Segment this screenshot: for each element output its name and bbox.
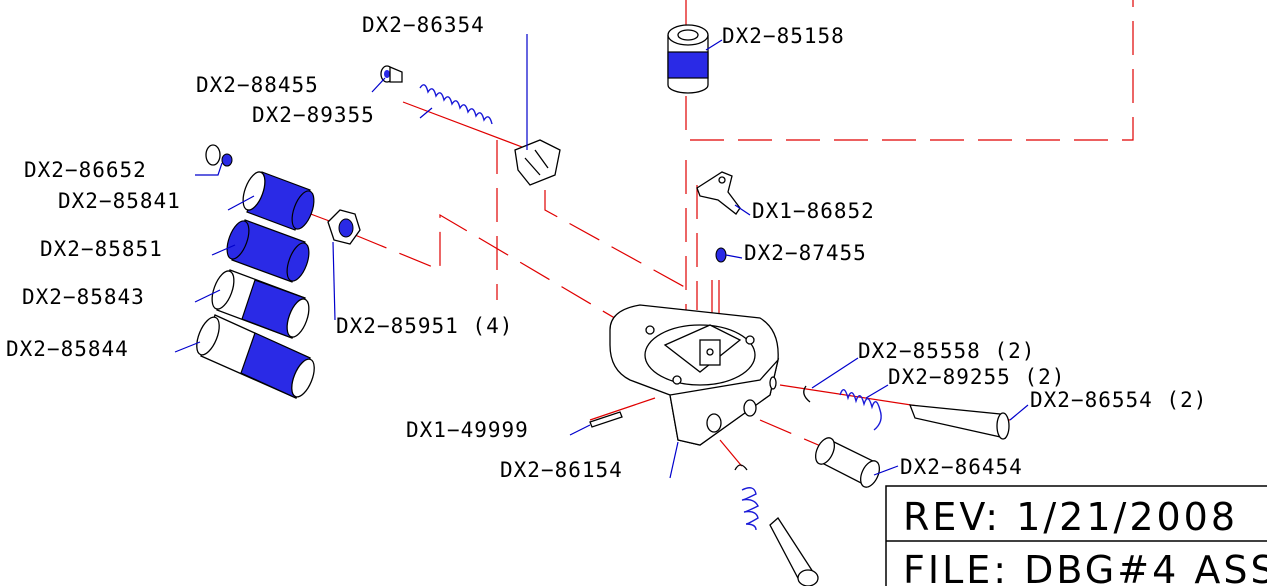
leader-85951 bbox=[332, 241, 336, 321]
dashed-box bbox=[685, 0, 1134, 141]
part-dx2-85158 bbox=[667, 24, 709, 94]
part-lower-plunger bbox=[734, 464, 819, 586]
leader-49999 bbox=[569, 424, 591, 436]
part-dx2-86454 bbox=[814, 437, 881, 488]
revision-text: REV: 1/21/2008 bbox=[903, 495, 1238, 539]
leader-89255 bbox=[865, 384, 889, 399]
drop-line-2 bbox=[544, 190, 691, 291]
label-dx2-89355: DX2−89355 bbox=[252, 103, 375, 127]
label-dx1-86852: DX1−86852 bbox=[752, 199, 875, 223]
part-dx2-85844 bbox=[196, 314, 315, 399]
leader-85851 bbox=[211, 244, 236, 256]
leader-lines bbox=[174, 34, 1029, 479]
title-block: REV: 1/21/2008 FILE: DBG#4 ASSY bbox=[885, 485, 1267, 586]
label-dx2-86652: DX2−86652 bbox=[24, 158, 147, 182]
label-dx2-86554: DX2−86554 (2) bbox=[1030, 388, 1207, 412]
label-dx2-85844: DX2−85844 bbox=[6, 337, 129, 361]
part-dx2-86154-housing bbox=[609, 304, 780, 446]
part-dx1-49999 bbox=[589, 411, 623, 428]
part-dx2-86652 bbox=[205, 144, 233, 167]
leader-89355 bbox=[419, 107, 433, 119]
label-dx2-88455: DX2−88455 bbox=[196, 73, 319, 97]
label-dx2-85851: DX2−85851 bbox=[40, 237, 163, 261]
file-text: FILE: DBG#4 ASSY bbox=[903, 548, 1267, 586]
zigzag-axis bbox=[354, 213, 636, 331]
part-dx1-86852 bbox=[696, 171, 741, 215]
label-dx2-87455: DX2−87455 bbox=[744, 241, 867, 265]
label-dx2-85951: DX2−85951 (4) bbox=[336, 314, 513, 338]
label-dx2-86454: DX2−86454 bbox=[900, 455, 1023, 479]
label-dx2-89255: DX2−89255 (2) bbox=[888, 365, 1065, 389]
part-dx2-85558 bbox=[803, 385, 811, 403]
leader-86454 bbox=[873, 465, 899, 476]
part-labels: DX2−86354 DX2−85158 DX2−88455 DX2−89355 … bbox=[6, 13, 1207, 482]
part-dx2-88455 bbox=[380, 65, 403, 83]
leader-87455 bbox=[725, 254, 743, 259]
part-dx2-85841 bbox=[242, 171, 315, 231]
label-dx2-85558: DX2−85558 (2) bbox=[858, 339, 1035, 363]
leader-85158 bbox=[705, 39, 723, 51]
part-dx2-85951 bbox=[327, 209, 361, 245]
centerlines bbox=[299, 0, 1134, 471]
spring-axis bbox=[402, 101, 531, 151]
leader-86852 bbox=[734, 204, 751, 216]
part-dx2-89255 bbox=[839, 389, 882, 431]
part-dx2-89355 bbox=[419, 84, 493, 125]
leader-85841 bbox=[227, 195, 255, 211]
label-dx2-85843: DX2−85843 bbox=[22, 285, 145, 309]
part-dx2-86554 bbox=[909, 404, 1010, 440]
title-block-frame bbox=[885, 485, 1267, 586]
leader-86154 bbox=[669, 441, 679, 479]
part-dx2-86354 bbox=[514, 139, 561, 186]
lower-right-axis bbox=[759, 419, 831, 451]
part-dx2-85851 bbox=[226, 219, 310, 283]
leader-86554 bbox=[1009, 404, 1029, 421]
leader-85558 bbox=[811, 357, 859, 389]
label-dx1-49999: DX1−49999 bbox=[406, 418, 529, 442]
leader-85843 bbox=[194, 289, 221, 303]
label-dx2-86154: DX2−86154 bbox=[500, 458, 623, 482]
leader-86652 bbox=[195, 162, 223, 176]
leader-88455 bbox=[371, 77, 386, 93]
label-dx2-85158: DX2−85158 bbox=[722, 24, 845, 48]
label-dx2-86354: DX2−86354 bbox=[362, 13, 485, 37]
part-dx2-87455 bbox=[715, 247, 727, 263]
part-dx2-85843 bbox=[211, 269, 310, 339]
pin-axis bbox=[589, 397, 656, 421]
label-dx2-85841: DX2−85841 bbox=[58, 189, 181, 213]
leader-85844 bbox=[174, 341, 201, 353]
